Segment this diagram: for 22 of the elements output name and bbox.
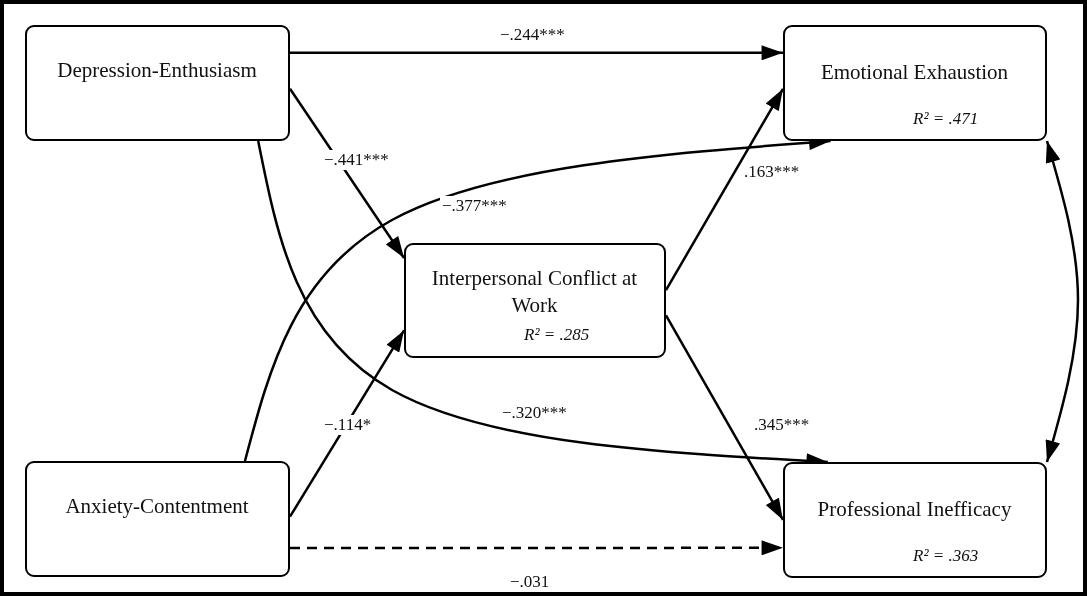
arrow	[664, 314, 785, 521]
variable-name: Anxiety-Contentment	[64, 493, 250, 520]
arrow	[288, 329, 406, 518]
variable-name: Interpersonal Conflict at Work	[430, 265, 639, 319]
arrow	[288, 88, 406, 259]
path-coefficient: −.441***	[322, 150, 391, 170]
arrow	[1045, 140, 1080, 463]
arrow	[290, 540, 783, 556]
variable-name: Emotional Exhaustion	[819, 59, 1010, 86]
variable-name: Depression-Enthusiasm	[57, 57, 257, 84]
variable-box	[25, 25, 290, 141]
arrow	[290, 45, 783, 61]
arrow	[664, 88, 785, 291]
variable-box	[783, 462, 1047, 578]
variable-box	[404, 243, 666, 358]
r-squared-value: R² = .285	[524, 325, 590, 345]
r-squared-value: R² = .363	[913, 546, 979, 566]
variable-box	[783, 25, 1047, 141]
variable-box	[25, 461, 290, 577]
path-coefficient: −.114*	[322, 415, 374, 435]
r-squared-value: R² = .471	[913, 109, 979, 129]
variable-name: Professional Inefficacy	[816, 496, 1013, 523]
